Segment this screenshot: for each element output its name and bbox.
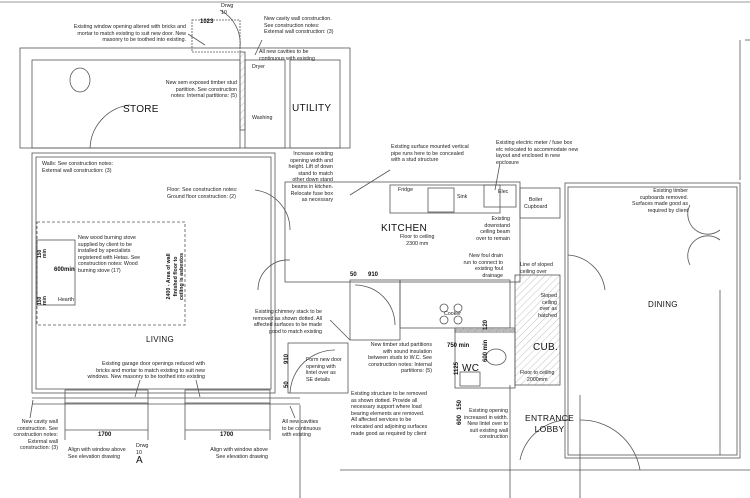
- drawing-ref-bottom: Drwg 10: [136, 443, 149, 456]
- room-label-dining: DINING: [648, 300, 678, 309]
- stud-partition: [239, 51, 246, 131]
- kitchen-walls: [284, 181, 521, 283]
- room-label-living: LIVING: [146, 335, 175, 344]
- note-walls: Walls: See construction notes: External …: [42, 161, 114, 174]
- note-sloped-ceiling: Sloped ceiling over as hatched: [538, 293, 557, 319]
- dim-lobby-600: 600: [457, 414, 463, 425]
- label-dryer: Dryer: [252, 64, 265, 70]
- note-electric-meter: Existing electric meter / fuse box etc r…: [496, 140, 579, 166]
- note-cavities-bottom: All new cavities to be continuous with e…: [282, 419, 321, 439]
- kitchen-ceiling-height: Floor to ceiling 2300 mm: [400, 234, 435, 247]
- note-increase-opening: Increase existing opening width and heig…: [288, 151, 333, 204]
- note-window-opening: Existing window opening altered with bri…: [73, 24, 186, 44]
- note-floor: Floor: See construction notes: Ground fl…: [167, 187, 238, 200]
- room-label-cub: CUB.: [533, 342, 559, 353]
- note-align-right: Align with window above See elevation dr…: [210, 447, 268, 460]
- dim-wc-750: 750 min: [447, 343, 470, 349]
- label-boiler-cupboard: Boiler Cupboard: [524, 197, 548, 210]
- note-cavity-wall-top: New cavity wall construction. See constr…: [264, 16, 334, 36]
- dim-wc-1125: 1125: [454, 361, 460, 375]
- sink: [427, 187, 455, 213]
- label-sink: Sink: [457, 194, 468, 200]
- section-marker-a: A: [136, 455, 143, 466]
- label-hearth: Hearth: [58, 297, 74, 303]
- dim-lobby-150: 150: [457, 399, 463, 410]
- note-garage: Existing garage door openings reduced wi…: [87, 361, 205, 381]
- note-downstand: Existing downstand ceiling beam over to …: [476, 216, 510, 242]
- room-label-store: STORE: [123, 104, 159, 115]
- boiler-cupboard: [519, 187, 561, 219]
- label-cooker: Cooker: [444, 311, 462, 317]
- window-left: [64, 389, 149, 404]
- note-structure-removed: Existing structure to be removed as show…: [351, 391, 428, 437]
- dining-walls: [564, 182, 741, 459]
- note-align-left: Align with window above See elevation dr…: [68, 447, 126, 460]
- note-pipe-runs: Existing surface mounted vertical pipe r…: [391, 144, 469, 164]
- dim-wc-600: 600 min: [483, 339, 489, 362]
- dim-stove-150-top: 150 min: [37, 249, 48, 258]
- dim-top-opening: 1023: [200, 19, 214, 25]
- note-foul-drain: New foul drain run to connect to existin…: [463, 253, 503, 279]
- cupboard-sloped-ceiling: [514, 274, 561, 386]
- note-cavities-top: All new cavities to be continuous with e…: [259, 49, 315, 62]
- cub-ceiling-height: Floor to ceiling 2000mm: [520, 370, 555, 383]
- room-label-entrance-lobby: ENTRANCE LOBBY: [525, 413, 575, 434]
- note-stove: New wood burning stove supplied by clien…: [78, 235, 141, 274]
- drawing-ref-top: Drwg 10: [221, 3, 234, 16]
- dim-side-910: 910: [284, 353, 290, 364]
- dim-stove-150-bottom: 150 min: [37, 296, 48, 305]
- room-label-wc: WC: [462, 363, 480, 374]
- note-wc-partitions: New timber stud partitions with sound in…: [368, 342, 432, 375]
- stove-hearth: [36, 239, 76, 306]
- dim-stove-600: 600min: [54, 267, 75, 273]
- label-fridge: Fridge: [398, 187, 414, 193]
- dim-wc-120: 120: [483, 319, 489, 330]
- note-new-door: Form new door opening with lintel over a…: [306, 357, 342, 383]
- dim-door-910: 910: [368, 272, 379, 278]
- room-label-utility: UTILITY: [292, 103, 332, 114]
- note-opening-increased: Existing opening increased in width. New…: [464, 408, 508, 441]
- dim-window-left: 1700: [98, 432, 112, 438]
- note-chimney: Existing chimney stack to be removed as …: [252, 309, 322, 335]
- dim-door-50: 50: [350, 272, 357, 278]
- note-stud-partition: New sem exposed timber stud partition. S…: [165, 80, 237, 100]
- note-sloped-line: Line of sloped ceiling over: [520, 262, 553, 275]
- window-right: [184, 389, 271, 404]
- label-elec: Elec: [498, 189, 509, 195]
- wall-area-note: 2400 - Area of wall finished floor to ce…: [166, 252, 185, 300]
- living-walls: [31, 152, 276, 394]
- label-washing: Washing: [252, 115, 273, 121]
- room-label-kitchen: KITCHEN: [381, 223, 427, 234]
- note-cavity-wall-bottom: New cavity wall construction. See constr…: [13, 419, 58, 452]
- note-timber-cupboards: Existing timber cupboards removed. Surfa…: [632, 188, 688, 214]
- dim-window-right: 1700: [220, 432, 234, 438]
- dim-side-50: 50: [284, 381, 290, 388]
